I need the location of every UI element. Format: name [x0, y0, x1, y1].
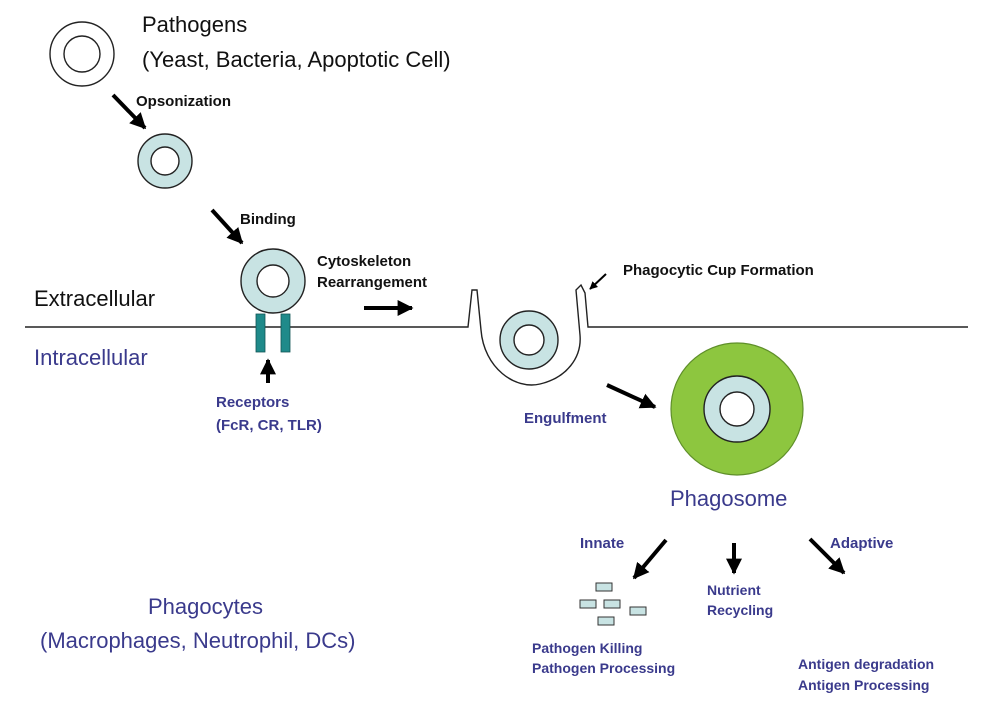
- receptor-left: [255, 313, 266, 353]
- pathogen-fragments: [579, 582, 647, 626]
- label-opsonization: Opsonization: [136, 93, 231, 110]
- pathogen-types: (Yeast, Bacteria, Apoptotic Cell): [142, 47, 451, 72]
- arrow-adaptive: [808, 537, 846, 575]
- arrow-engulfment: [606, 383, 657, 409]
- engulfed-pathogen: [499, 310, 559, 370]
- label-cup-formation: Phagocytic Cup Formation: [623, 262, 814, 279]
- label-phagosome: Phagosome: [670, 486, 788, 511]
- pathogen-cell: [49, 21, 115, 87]
- label-engulfment: Engulfment: [524, 410, 607, 427]
- label-nutrient: Nutrient: [707, 582, 761, 598]
- label-receptors: Receptors: [216, 394, 290, 411]
- cell-membrane: [25, 283, 968, 386]
- label-phagocyte-types: (Macrophages, Neutrophil, DCs): [40, 628, 356, 653]
- opsonized-pathogen: [137, 133, 193, 189]
- label-extracellular: Extracellular: [34, 286, 156, 311]
- label-pathogen-processing: Pathogen Processing: [532, 660, 676, 676]
- bound-pathogen: [240, 248, 306, 314]
- label-phagocytes: Phagocytes: [148, 594, 263, 619]
- title-pathogens: Pathogens: [142, 12, 248, 37]
- arrow-binding: [210, 208, 244, 245]
- label-antigen-degradation: Antigen degradation: [798, 656, 935, 672]
- arrow-innate: [632, 538, 668, 580]
- receptor-right: [280, 313, 291, 353]
- label-binding: Binding: [240, 211, 296, 228]
- label-receptor-types: (FcR, CR, TLR): [216, 417, 322, 434]
- label-rearrangement: Rearrangement: [317, 274, 428, 291]
- label-antigen-processing: Antigen Processing: [798, 677, 930, 693]
- label-adaptive: Adaptive: [830, 535, 894, 552]
- label-recycling: Recycling: [707, 602, 774, 618]
- label-cytoskeleton: Cytoskeleton: [317, 253, 412, 270]
- label-intracellular: Intracellular: [34, 345, 148, 370]
- arrow-cup: [589, 273, 607, 290]
- label-pathogen-killing: Pathogen Killing: [532, 640, 643, 656]
- label-innate: Innate: [580, 535, 625, 552]
- phagosome: [670, 342, 804, 476]
- arrow-opsonization: [111, 93, 147, 130]
